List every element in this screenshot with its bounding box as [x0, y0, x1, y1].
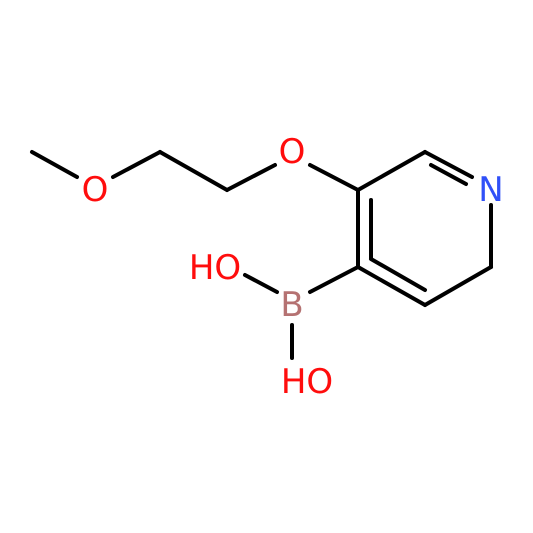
bond-b-oh-top	[243, 273, 279, 294]
atom-labels: O O N B HO HO	[82, 132, 504, 402]
bond-c5-c4-double	[369, 257, 427, 292]
atom-oxygen-methoxy: O	[82, 170, 109, 210]
bond-c4-b	[308, 265, 360, 294]
bonds	[30, 150, 493, 360]
atom-hydroxyl-bottom: HO	[281, 362, 333, 402]
atom-oxygen-ether: O	[279, 132, 306, 172]
bond-c2-n-double	[429, 163, 468, 186]
bond-ch2-ch2	[158, 150, 229, 192]
atom-boron: B	[280, 285, 303, 325]
atom-hydroxyl-top: HO	[189, 248, 241, 288]
bond-c5-c4	[356, 265, 427, 307]
bond-c3-c2	[356, 150, 427, 192]
atom-nitrogen: N	[478, 170, 503, 210]
bond-o-ch2	[111, 150, 162, 179]
bond-ch2-o	[225, 163, 277, 192]
bond-o-ring	[308, 163, 360, 192]
bond-methyl-o	[30, 150, 79, 179]
bond-c6-c5	[423, 265, 493, 307]
bond-c2-n	[423, 150, 474, 179]
